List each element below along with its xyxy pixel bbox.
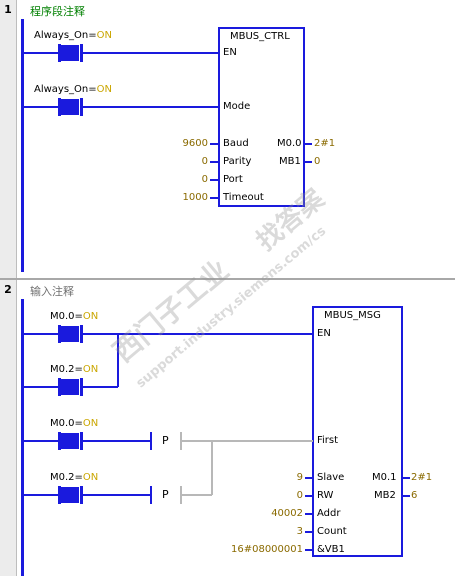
- block-title: MBUS_CTRL: [230, 31, 290, 42]
- contact-right-bar: [80, 44, 83, 62]
- pin-m00: M0.0: [277, 138, 302, 149]
- contact-label: Always_On=ON: [34, 30, 113, 41]
- contact-label: M0.2=ON: [50, 472, 99, 483]
- operand-baud[interactable]: 9600: [182, 138, 208, 149]
- operand-slave[interactable]: 9: [296, 472, 303, 483]
- network-comment[interactable]: 输入注释: [30, 285, 74, 298]
- pin-rw: RW: [317, 490, 334, 501]
- operand-count[interactable]: 3: [296, 526, 303, 537]
- network-1-header[interactable]: 1 程序段注释: [0, 0, 455, 19]
- pin-mb1: MB1: [279, 156, 301, 167]
- operand-port[interactable]: 0: [201, 174, 208, 185]
- contact-label: M0.2=ON: [50, 364, 99, 375]
- pin-mode: Mode: [223, 101, 251, 112]
- network-number: 1: [0, 0, 17, 19]
- positive-transition-label: P: [162, 434, 169, 447]
- operand-addr[interactable]: 40002: [271, 508, 303, 519]
- contact-label: M0.0=ON: [50, 311, 99, 322]
- pin-baud: Baud: [223, 138, 249, 149]
- power-rail: [21, 299, 24, 576]
- contact-label: M0.0=ON: [50, 418, 99, 429]
- pin-first: First: [317, 435, 339, 446]
- power-rail: [21, 19, 24, 272]
- pin-mb2: MB2: [374, 490, 396, 501]
- pin-slave: Slave: [317, 472, 345, 483]
- network-separator: [0, 278, 455, 280]
- contact-left-bar: [58, 44, 61, 62]
- network-comment[interactable]: 程序段注释: [30, 5, 85, 18]
- block-title: MBUS_MSG: [324, 310, 381, 321]
- contact-fill: [61, 45, 79, 61]
- pin-data-ptr: &VB1: [317, 544, 345, 555]
- pin-addr: Addr: [317, 508, 341, 519]
- operand-mb2-value[interactable]: 6: [411, 490, 418, 501]
- pin-en: EN: [317, 328, 331, 339]
- operand-m00-value[interactable]: 2#1: [314, 138, 336, 149]
- pin-port: Port: [223, 174, 243, 185]
- pin-count: Count: [317, 526, 347, 537]
- operand-timeout[interactable]: 1000: [182, 192, 208, 203]
- operand-mb1-value[interactable]: 0: [314, 156, 321, 167]
- contact-label: Always_On=ON: [34, 84, 113, 95]
- operand-rw[interactable]: 0: [296, 490, 303, 501]
- network-2-header[interactable]: 2 输入注释: [0, 280, 455, 299]
- operand-data-ptr[interactable]: 16#08000001: [230, 544, 303, 555]
- pin-timeout: Timeout: [223, 192, 264, 203]
- operand-parity[interactable]: 0: [201, 156, 208, 167]
- network-number: 2: [0, 280, 17, 299]
- network-gutter: [0, 19, 17, 278]
- pin-m01: M0.1: [372, 472, 397, 483]
- network-gutter: [0, 299, 17, 576]
- positive-transition-label: P: [162, 488, 169, 501]
- pin-parity: Parity: [223, 156, 252, 167]
- operand-m01-value[interactable]: 2#1: [411, 472, 433, 483]
- pin-en: EN: [223, 47, 237, 58]
